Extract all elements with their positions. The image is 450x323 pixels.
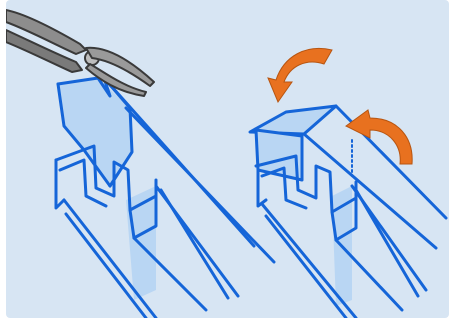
gutter-cut-and-fold-diagram	[6, 0, 449, 318]
diagram-frame	[6, 0, 449, 318]
